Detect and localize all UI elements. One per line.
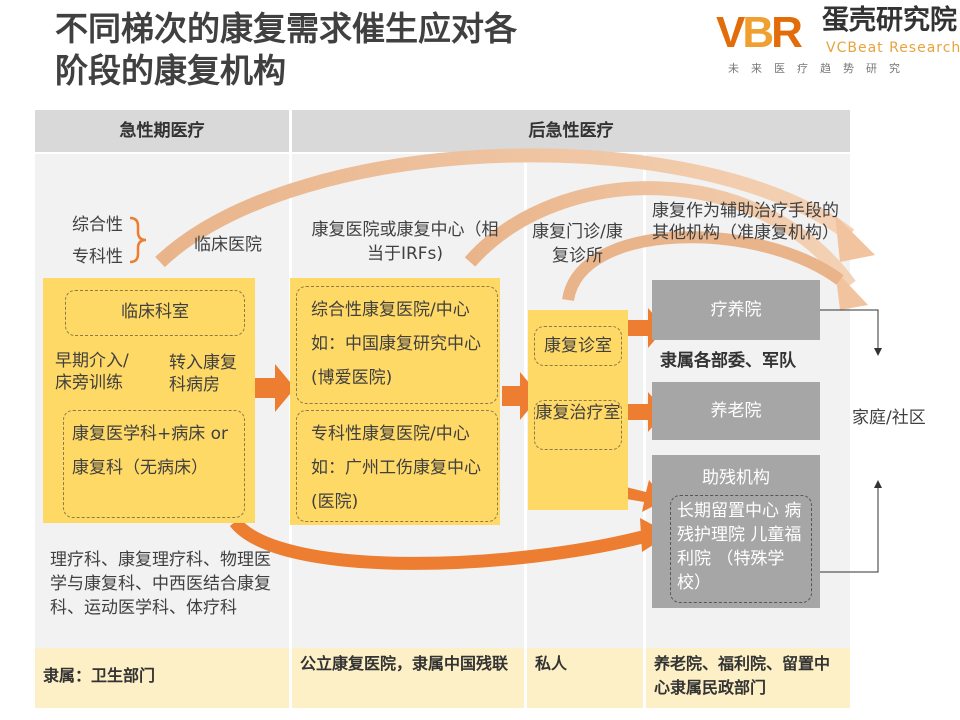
sanatorium: 疗养院 [652, 280, 820, 340]
header-post-acute: 后急性医疗 [292, 110, 850, 152]
disciplines: 理疗科、康复理疗科、物理医学与康复科、中西医结合康复科、运动医学科、体疗科 [50, 550, 271, 618]
title-line-1: 不同梯次的康复需求催生应对各 [55, 9, 517, 48]
arrow-right [255, 364, 295, 412]
label-special: 专科性 [72, 247, 123, 267]
clinic-box: 康复诊室 康复治疗室 [528, 310, 628, 510]
early-intervention: 早期介入/床旁训练 [55, 351, 129, 393]
curve-arrow [155, 148, 855, 268]
rehab-hospital-label: 康复医院或康复中心（相当于IRFs) [311, 220, 499, 264]
connector-line [820, 309, 879, 352]
arrowhead [835, 215, 875, 262]
transfer-rehab: 转入康复科病房 [169, 353, 237, 395]
disability-label: 助残机构 [702, 468, 770, 488]
elderly-home: 养老院 [652, 382, 820, 440]
clinic-label: 康复门诊/康复诊所 [532, 222, 623, 266]
special-rehab-hospital: 专科性康复医院/中心 如：广州工伤康复中心(医院) [296, 410, 498, 522]
label-clinical-hospital: 临床医院 [194, 235, 262, 255]
brace-icon [129, 216, 147, 264]
arrowhead [874, 480, 882, 488]
rehab-dept: 康复医学科+病床 or 康复科（无病床） [63, 410, 245, 518]
disability-list: 长期留置中心 病残护理院 儿童福利院 （特殊学校） [670, 495, 812, 603]
rehab-hospital-box: 综合性康复医院/中心 如：中国康复研究中心(博爱医院) 专科性康复医院/中心 如… [290, 278, 500, 525]
arrow-right [502, 372, 540, 420]
disability-box: 助残机构 长期留置中心 病残护理院 儿童福利院 （特殊学校） [652, 455, 820, 608]
general-rehab-hospital: 综合性康复医院/中心 如：中国康复研究中心(博爱医院) [296, 286, 498, 404]
rehab-room: 康复诊室 [534, 326, 622, 366]
label-general: 综合性 [72, 215, 123, 235]
sanatorium-note: 隶属各部委、军队 [660, 351, 796, 371]
footer-c3: 私人 [527, 648, 643, 708]
clinical-dept: 临床科室 [65, 290, 245, 336]
therapy-room: 康复治疗室 [534, 400, 622, 450]
footer-c2: 公立康复医院，隶属中国残联 [292, 648, 524, 708]
curve-arrow [562, 231, 844, 302]
arrowhead [874, 348, 882, 356]
other-label: 康复作为辅助治疗手段的其他机构（准康复机构） [652, 201, 839, 243]
home-community: 家庭/社区 [852, 408, 926, 428]
curve-arrow-acute-to-disability [229, 517, 652, 570]
logo-sub: 未来医疗趋势研究 [728, 62, 912, 75]
footer-c1: 隶属：卫生部门 [35, 648, 289, 708]
page-title: 不同梯次的康复需求催生应对各阶段的康复机构 [55, 8, 517, 92]
curve-arrow [464, 181, 856, 290]
connector-line [820, 484, 879, 573]
footer-c4: 养老院、福利院、留置中心隶属民政部门 [646, 648, 850, 708]
logo-en: VCBeat Research [826, 40, 960, 56]
title-line-2: 阶段的康复机构 [55, 51, 286, 90]
arrowhead [835, 270, 868, 310]
logo-mark: VBR [716, 8, 803, 57]
header-acute: 急性期医疗 [35, 110, 289, 152]
logo-cn: 蛋壳研究院 [822, 5, 957, 36]
acute-box: 临床科室 早期介入/床旁训练 转入康复科病房 康复医学科+病床 or 康复科（无… [43, 278, 255, 523]
